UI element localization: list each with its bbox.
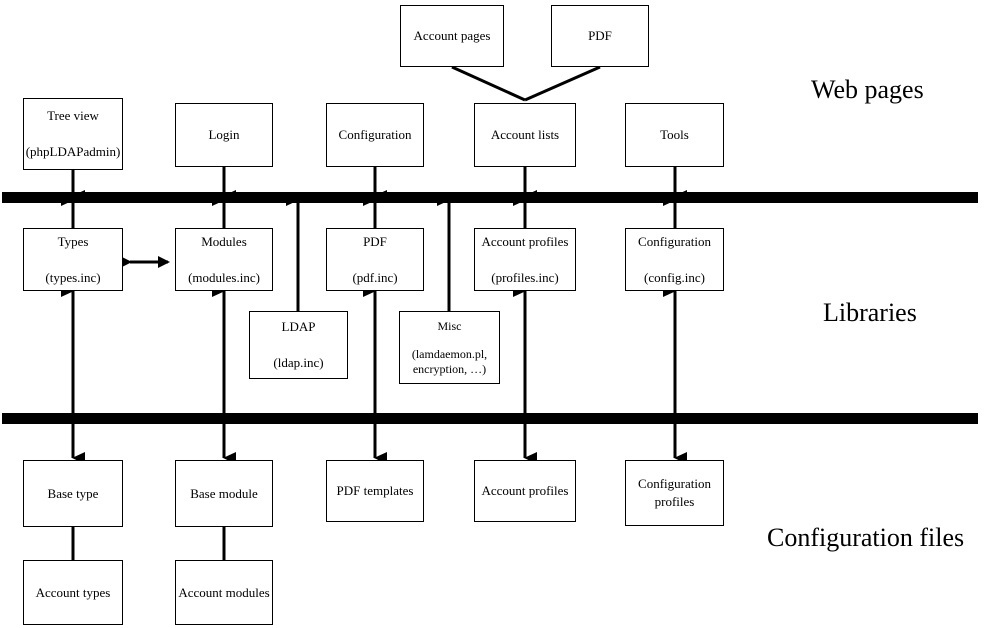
section-label-web-pages: Web pages [811,75,924,104]
section-label-configuration-files: Configuration files [767,523,965,552]
node-pdf-templates-label: PDF templates [336,483,414,499]
node-account-profiles-file-label: Account profiles [481,483,569,499]
node-account-modules[interactable]: Account modules [175,560,273,625]
node-login-label: Login [208,127,240,143]
node-account-pages[interactable]: Account pages [400,5,504,67]
node-tree-view[interactable]: Tree view (phpLDAPadmin) [23,98,123,170]
node-types-lib-title: Types [57,233,89,249]
node-tree-view-title: Tree view [47,108,99,124]
node-tools-label: Tools [660,127,689,143]
connector-account-pages-to-account-lists [451,65,526,102]
node-pdf-lib-subtitle: (pdf.inc) [352,269,398,285]
web-pages-bus [2,192,978,203]
node-types-lib[interactable]: Types (types.inc) [23,228,123,291]
node-ldap-lib[interactable]: LDAP (ldap.inc) [249,311,348,379]
node-config-lib-title: Configuration [638,233,711,249]
node-misc-lib[interactable]: Misc (lamdaemon.pl, encryption, …) [399,311,500,384]
node-tree-view-subtitle: (phpLDAPadmin) [25,144,121,159]
node-configuration-profiles-file-subtitle: profiles [654,494,695,509]
node-profiles-lib-title: Account profiles [481,233,569,249]
node-configuration-page-label: Configuration [338,127,412,143]
section-label-libraries: Libraries [823,298,917,327]
node-misc-lib-subtitle2: encryption, …) [412,361,487,376]
node-account-lists-label: Account lists [490,127,560,143]
node-types-lib-subtitle: (types.inc) [45,269,101,285]
node-account-pages-label: Account pages [413,28,491,44]
node-configuration-profiles-file[interactable]: Configuration profiles [625,460,724,526]
node-misc-lib-subtitle: (lamdaemon.pl, [411,347,488,362]
node-configuration-page[interactable]: Configuration [326,103,424,167]
node-tools[interactable]: Tools [625,103,724,167]
node-pdf-templates[interactable]: PDF templates [326,460,424,522]
node-base-type[interactable]: Base type [23,460,123,527]
connector-pdf-to-account-lists [524,65,601,102]
node-profiles-lib-subtitle: (profiles.inc) [491,269,559,285]
node-login[interactable]: Login [175,103,273,167]
node-config-lib-subtitle: (config.inc) [643,269,705,285]
node-base-module[interactable]: Base module [175,460,273,527]
node-modules-lib[interactable]: Modules (modules.inc) [175,228,273,291]
node-misc-lib-title: Misc [437,318,462,333]
node-pdf-source-label: PDF [588,28,612,44]
node-config-lib[interactable]: Configuration (config.inc) [625,228,724,291]
node-account-types-label: Account types [35,584,111,600]
node-pdf-lib[interactable]: PDF (pdf.inc) [326,228,424,291]
node-account-types[interactable]: Account types [23,560,123,625]
node-modules-lib-title: Modules [201,233,247,249]
node-base-module-label: Base module [190,485,258,501]
node-ldap-lib-title: LDAP [281,319,316,335]
node-ldap-lib-subtitle: (ldap.inc) [273,355,324,370]
node-account-modules-label: Account modules [178,584,270,600]
node-modules-lib-subtitle: (modules.inc) [188,269,260,285]
node-profiles-lib[interactable]: Account profiles (profiles.inc) [474,228,576,291]
node-pdf-source[interactable]: PDF [551,5,649,67]
node-account-profiles-file[interactable]: Account profiles [474,460,576,522]
node-base-type-label: Base type [47,485,99,501]
node-account-lists[interactable]: Account lists [474,103,576,167]
node-pdf-lib-title: PDF [363,233,387,249]
node-configuration-profiles-file-title: Configuration [638,476,711,492]
libraries-bus [2,413,978,424]
